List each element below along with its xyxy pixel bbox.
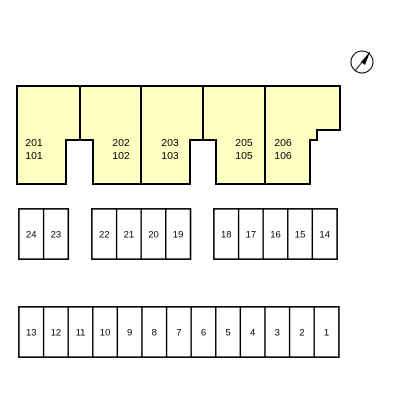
unit-206-106[interactable]: 206 106 — [264, 85, 341, 185]
parking-slot-box — [264, 306, 291, 358]
unit-202-102[interactable]: 202 102 — [79, 85, 142, 185]
parking-slot-label: 10 — [100, 328, 111, 339]
unit-label-upper: 202 — [112, 137, 130, 149]
building: 201 101 202 102 203 103 205 105 206 106 — [16, 85, 341, 185]
unit-203-103[interactable]: 203 103 — [140, 85, 204, 185]
parking-slot-11[interactable]: 11 — [67, 306, 94, 358]
parking-slot-17[interactable]: 17 — [237, 208, 264, 260]
parking-slot-label: 15 — [295, 230, 306, 241]
parking-slot-box — [115, 208, 142, 260]
parking-slot-3[interactable]: 3 — [264, 306, 291, 358]
parking-slot-box — [287, 208, 314, 260]
parking-slot-label: 24 — [26, 230, 37, 241]
parking-slot-label: 6 — [201, 328, 206, 339]
parking-slot-12[interactable]: 12 — [42, 306, 69, 358]
parking-slot-label: 5 — [225, 328, 230, 339]
parking-slot-label: 13 — [26, 328, 37, 339]
parking-slot-label: 3 — [275, 328, 280, 339]
parking-slot-label: 14 — [319, 230, 330, 241]
unit-label-lower: 101 — [25, 150, 43, 162]
parking-slot-16[interactable]: 16 — [262, 208, 289, 260]
unit-205-105[interactable]: 205 105 — [202, 85, 266, 185]
parking-slot-21[interactable]: 21 — [115, 208, 142, 260]
parking-slot-24[interactable]: 24 — [18, 208, 45, 260]
parking-slot-label: 9 — [127, 328, 132, 339]
unit-label-upper: 201 — [25, 137, 43, 149]
parking-slot-box — [262, 208, 289, 260]
parking-slot-box — [42, 208, 69, 260]
unit-label-upper: 203 — [161, 137, 179, 149]
parking-slot-13[interactable]: 13 — [18, 306, 45, 358]
parking-slot-box — [42, 306, 69, 358]
unit-201-101[interactable]: 201 101 — [16, 85, 81, 185]
parking-slot-23[interactable]: 23 — [42, 208, 69, 260]
unit-label-upper: 205 — [235, 137, 253, 149]
parking-slot-9[interactable]: 9 — [116, 306, 143, 358]
parking-slot-label: 16 — [270, 230, 281, 241]
parking-slot-8[interactable]: 8 — [141, 306, 168, 358]
parking-slot-label: 19 — [173, 230, 184, 241]
parking-slot-box — [213, 208, 240, 260]
parking-slot-22[interactable]: 22 — [91, 208, 118, 260]
parking-slot-19[interactable]: 19 — [165, 208, 192, 260]
parking-slot-6[interactable]: 6 — [190, 306, 217, 358]
parking-slot-7[interactable]: 7 — [165, 306, 192, 358]
unit-label-upper: 206 — [274, 137, 292, 149]
parking-slot-1[interactable]: 1 — [313, 306, 340, 358]
parking-slot-label: 20 — [148, 230, 159, 241]
parking-slot-box — [116, 306, 143, 358]
parking-slot-box — [313, 306, 340, 358]
parking-slot-label: 21 — [124, 230, 135, 241]
unit-label-lower: 102 — [112, 150, 130, 162]
parking-slot-15[interactable]: 15 — [287, 208, 314, 260]
parking-row-bottom: 13 12 11 10 9 8 7 6 5 4 3 2 1 — [18, 306, 340, 358]
unit-label-lower: 105 — [235, 150, 253, 162]
parking-slot-18[interactable]: 18 — [213, 208, 240, 260]
parking-slot-label: 8 — [152, 328, 157, 339]
parking-slot-label: 18 — [221, 230, 232, 241]
parking-slot-box — [140, 208, 167, 260]
parking-slot-2[interactable]: 2 — [288, 306, 315, 358]
parking-slot-box — [91, 208, 118, 260]
parking-slot-box — [288, 306, 315, 358]
parking-slot-14[interactable]: 14 — [311, 208, 338, 260]
parking-slot-label: 22 — [99, 230, 110, 241]
north-arrow-icon — [350, 50, 374, 74]
parking-slot-box — [141, 306, 168, 358]
parking-slot-20[interactable]: 20 — [140, 208, 167, 260]
parking-slot-label: 7 — [176, 328, 181, 339]
parking-slot-label: 17 — [246, 230, 257, 241]
unit-label-lower: 106 — [274, 150, 292, 162]
parking-slot-label: 4 — [250, 328, 255, 339]
parking-slot-label: 1 — [324, 328, 329, 339]
parking-slot-10[interactable]: 10 — [92, 306, 119, 358]
parking-slot-box — [18, 306, 45, 358]
parking-slot-box — [165, 208, 192, 260]
parking-slot-label: 23 — [51, 230, 62, 241]
parking-row-middle: 24 23 22 21 20 19 18 17 16 15 14 — [18, 208, 338, 260]
parking-slot-label: 12 — [51, 328, 62, 339]
parking-slot-box — [311, 208, 338, 260]
unit-label-lower: 103 — [161, 150, 179, 162]
parking-slot-5[interactable]: 5 — [215, 306, 242, 358]
parking-slot-label: 2 — [299, 328, 304, 339]
parking-slot-label: 11 — [76, 328, 86, 339]
parking-slot-4[interactable]: 4 — [239, 306, 266, 358]
